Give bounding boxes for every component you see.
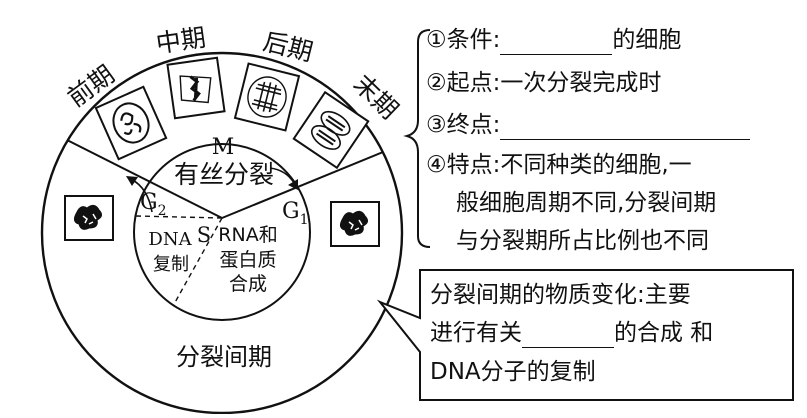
callout-blank bbox=[522, 325, 614, 348]
m-phase-label: M bbox=[212, 135, 235, 160]
condition-blank bbox=[500, 32, 612, 55]
anaphase-cell-image bbox=[235, 64, 299, 131]
dna-replication-line1: DNA bbox=[148, 229, 192, 250]
phase-label-metaphase: 中期 bbox=[154, 23, 208, 59]
note-features-line3: 与分裂期所占比例也不同 bbox=[456, 226, 709, 256]
interphase-cell-image-left bbox=[65, 196, 113, 240]
dna-replication-line2: 复制 bbox=[153, 254, 189, 275]
end-point-blank bbox=[500, 117, 750, 140]
phase-label-anaphase: 后期 bbox=[260, 27, 316, 67]
rna-protein-line3: 合成 bbox=[229, 273, 267, 295]
note-features-line2: 般细胞周期不同,分裂间期 bbox=[456, 188, 716, 218]
note-condition: ①条件:的细胞 bbox=[426, 25, 681, 55]
arrow-g2-to-m-head bbox=[126, 176, 138, 186]
metaphase-cell-image bbox=[167, 58, 224, 118]
callout-line3: DNA分子的复制 bbox=[430, 357, 596, 387]
prophase-cell-image bbox=[96, 87, 166, 159]
callout-line2: 进行有关的合成 和 bbox=[430, 318, 713, 348]
note-features-line1: ④特点:不同种类的细胞,一 bbox=[426, 150, 692, 180]
g2-label: G2 bbox=[140, 190, 167, 219]
telophase-cell-image bbox=[294, 92, 368, 168]
note-end-point: ③终点: bbox=[426, 110, 750, 140]
interphase-label: 分裂间期 bbox=[176, 343, 272, 371]
rna-protein-line1: RNA和 bbox=[218, 224, 277, 246]
s-phase-label: S bbox=[197, 223, 211, 247]
g2-s-dashed-boundary bbox=[136, 216, 222, 218]
note-start-point: ②起点:一次分裂完成时 bbox=[426, 68, 661, 98]
callout-line1: 分裂间期的物质变化:主要 bbox=[430, 280, 691, 310]
mitosis-label: 有丝分裂 bbox=[174, 160, 274, 189]
rna-protein-line2: 蛋白质 bbox=[219, 249, 276, 271]
interphase-cell-image-right bbox=[331, 202, 379, 246]
